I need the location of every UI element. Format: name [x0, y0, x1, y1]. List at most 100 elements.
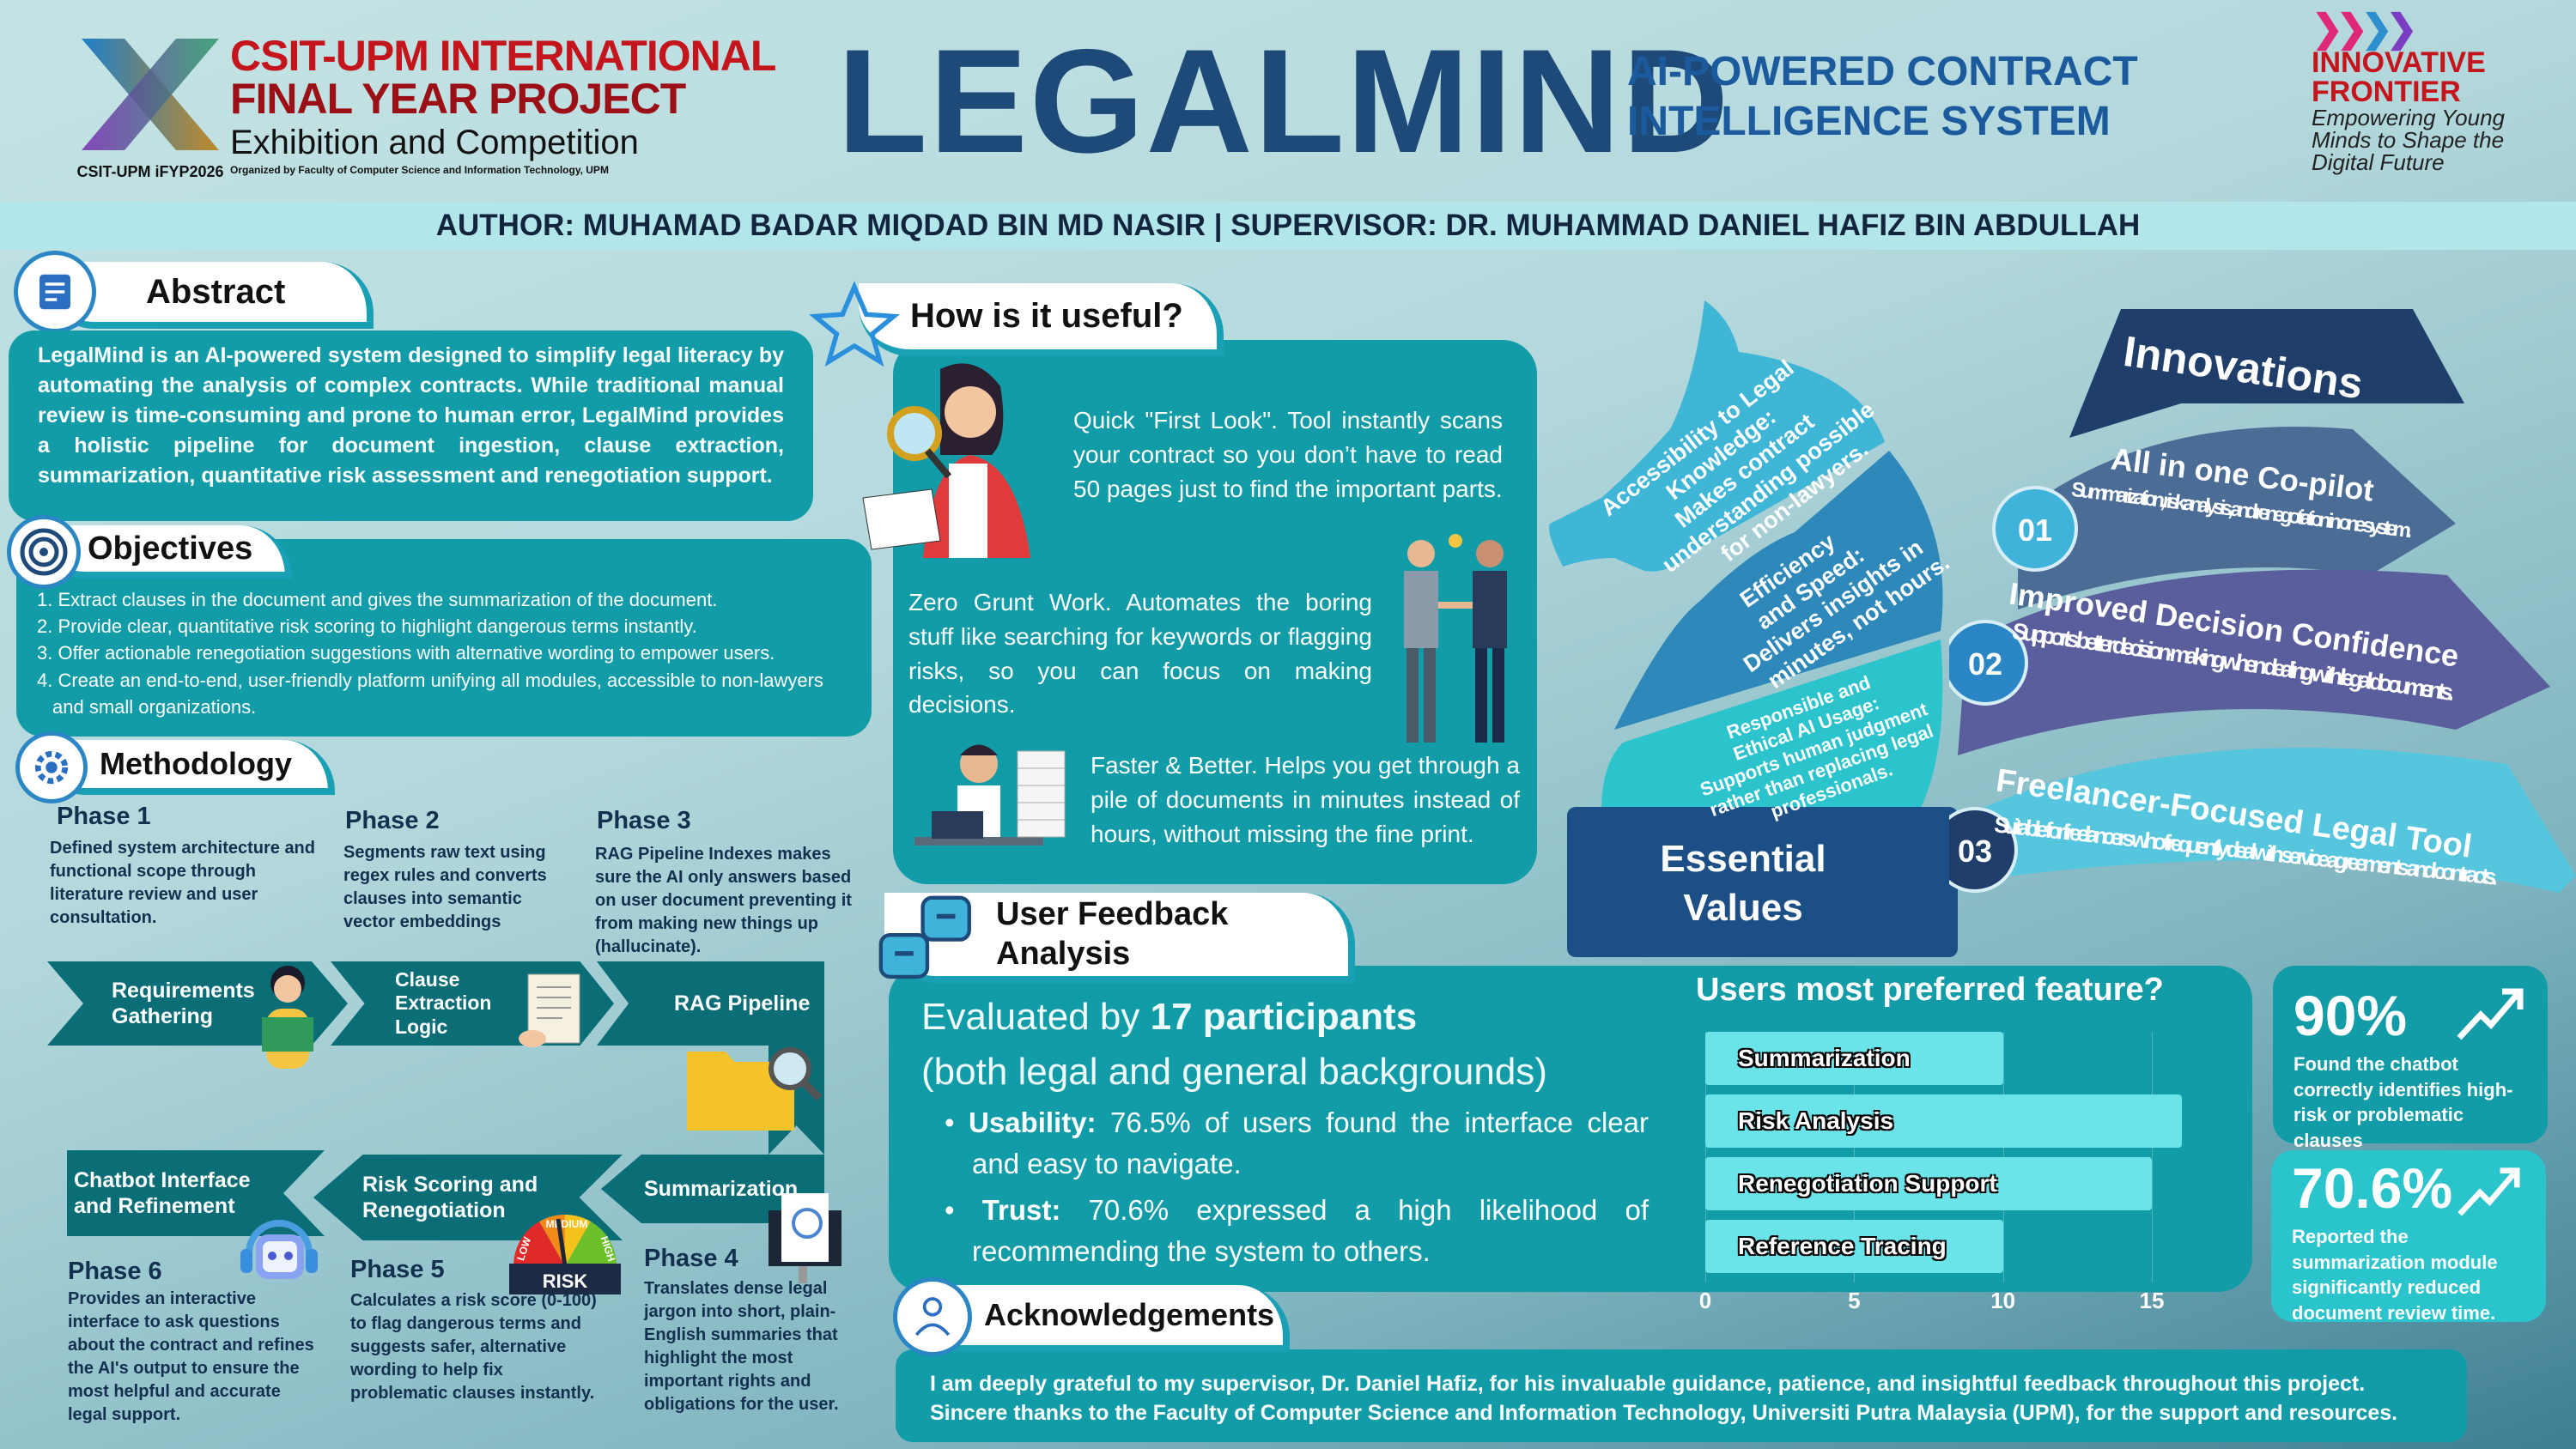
- phase-3-title: Phase 3: [597, 807, 691, 834]
- step-label: RAG Pipeline: [674, 991, 811, 1016]
- phase-3-text: RAG Pipeline Indexes makes sure the AI o…: [595, 845, 852, 956]
- thumbs-feedback-icon: [878, 895, 971, 979]
- trend-up-icon: [2458, 1167, 2520, 1216]
- objective-item: 3. Offer actionable renegotiation sugges…: [37, 642, 775, 664]
- essential-values-knight: Accessibility to Legal Knowledge: Makes …: [1549, 300, 1958, 957]
- trend-up-icon: [2457, 988, 2524, 1040]
- bullet-label: Trust:: [981, 1193, 1061, 1226]
- author-line: AUTHOR: MUHAMAD BADAR MIQDAD BIN MD NASI…: [435, 209, 2141, 242]
- star-icon: [809, 281, 900, 367]
- phase-4-text: Translates dense legal jargon into short…: [644, 1279, 839, 1414]
- abstract-box: LegalMind is an AI-powered system design…: [9, 330, 813, 521]
- document-icon: [14, 251, 96, 333]
- document-magnifier-icon: [769, 1193, 841, 1283]
- target-icon: [7, 515, 81, 589]
- phase-6-title: Phase 6: [68, 1258, 162, 1285]
- theme-line1: INNOVATIVE: [2312, 46, 2486, 79]
- bar-reference-tracing: Reference Tracing: [1705, 1220, 2003, 1273]
- event-title-line2: FINAL YEAR PROJECT: [230, 75, 686, 123]
- feedback-bullet: • Trust: 70.6% expressed a high likeliho…: [945, 1193, 1649, 1267]
- essential-values-heading-1: Essential: [1660, 838, 1826, 880]
- usefulness-point-1: Quick "First Look". Tool instantly scans…: [1073, 407, 1503, 502]
- phase-1-title: Phase 1: [57, 803, 151, 830]
- event-title-line1: CSIT-UPM INTERNATIONAL: [230, 32, 776, 80]
- acknowledgements-heading: Acknowledgements: [984, 1297, 1275, 1332]
- stat-value: 70.6%: [2292, 1156, 2453, 1220]
- knight-head-segment: [1549, 300, 1885, 572]
- participant-count: 17 participants: [1150, 996, 1418, 1038]
- innovations-banner: [2069, 309, 2464, 438]
- usefulness-header: How is it useful?: [859, 283, 1224, 356]
- stat-text: Found the chatbot correctly identifies h…: [2293, 1053, 2513, 1152]
- objectives-box: 1. Extract clauses in the document and g…: [16, 539, 872, 737]
- innovation-2-number: 02: [1968, 646, 2002, 682]
- objectives-heading: Objectives: [88, 530, 253, 567]
- stat-card-summarization: 70.6% Reported the summarization module …: [2271, 1150, 2546, 1324]
- stat-text: Reported the summarization module signif…: [2292, 1226, 2498, 1325]
- usefulness-heading: How is it useful?: [910, 297, 1183, 335]
- objective-item: 2. Provide clear, quantitative risk scor…: [37, 615, 697, 638]
- participant-backgrounds: (both legal and general backgrounds): [921, 1051, 1547, 1093]
- phase-6-text: Provides an interactive interface to ask…: [68, 1289, 314, 1424]
- theme-slogan-3: Digital Future: [2312, 149, 2445, 175]
- innovation-ribbon-3: [1949, 748, 2576, 893]
- bar-label: Reference Tracing: [1738, 1233, 1947, 1259]
- chevrons-icon: ❯❯❯❯: [2312, 8, 2417, 50]
- abstract-text: LegalMind is an AI-powered system design…: [38, 343, 784, 488]
- theme-slogan-1: Empowering Young: [2312, 105, 2506, 130]
- innovation-ribbon-2: [1958, 569, 2550, 755]
- woman-magnifier-illustration-icon: [862, 363, 1030, 558]
- handshake-illustration-icon: [1404, 534, 1507, 743]
- knight-chest-segment: [1601, 640, 1943, 811]
- feedback-heading-1: User Feedback: [996, 895, 1229, 932]
- abstract-heading: Abstract: [146, 272, 286, 311]
- bullet-text: 70.6% expressed a high likelihood of rec…: [972, 1193, 1649, 1267]
- theme-line2: FRONTIER: [2312, 76, 2461, 108]
- event-organizer: Organized by Faculty of Computer Science…: [230, 164, 609, 176]
- methodology-heading: Methodology: [100, 746, 292, 781]
- project-title: LEGALMIND: [837, 19, 1731, 184]
- phase-2-title: Phase 2: [345, 807, 440, 834]
- project-tagline-1: AI-POWERED CONTRACT: [1627, 49, 2138, 94]
- innovation-1-number: 01: [2018, 512, 2052, 548]
- stat-card-chatbot: 90% Found the chatbot correctly identifi…: [2273, 966, 2548, 1151]
- event-subtitle: Exhibition and Competition: [230, 124, 639, 161]
- feedback-heading-2: Analysis: [996, 935, 1131, 972]
- author-band: AUTHOR: MUHAMAD BADAR MIQDAD BIN MD NASI…: [0, 202, 2576, 250]
- grateful-person-icon: [893, 1277, 972, 1356]
- x-tick-label: 5: [1848, 1288, 1861, 1313]
- x-tick-label: 0: [1698, 1288, 1712, 1313]
- bar-label: Risk Analysis: [1738, 1107, 1894, 1134]
- step-label: Risk Scoring and Renegotiation: [362, 1173, 538, 1222]
- knight-base: [1567, 807, 1958, 957]
- stat-value: 90%: [2293, 984, 2408, 1047]
- x-logo-icon: [82, 39, 219, 150]
- chart-title: Users most preferred feature?: [1696, 972, 2164, 1008]
- objective-item: 1. Extract clauses in the document and g…: [37, 589, 718, 610]
- feedback-bullet: • Usability: 76.5% of users found the in…: [945, 1106, 1649, 1179]
- knight-neck-segment: [1614, 451, 1943, 730]
- x-tick-label: 10: [1990, 1288, 2016, 1313]
- phase-4-title: Phase 4: [644, 1245, 738, 1272]
- phase-5-title: Phase 5: [350, 1256, 445, 1283]
- bar-label: Summarization: [1738, 1045, 1911, 1071]
- phase-5-text: Calculates a risk score (0-100) to flag …: [350, 1291, 597, 1403]
- step-label: Requirements Gathering: [112, 979, 255, 1028]
- gauge-label: RISK: [543, 1270, 588, 1292]
- abstract-header: Abstract: [43, 262, 374, 329]
- step-label: Summarization: [644, 1177, 799, 1201]
- innovation-ribbon-1: [2018, 427, 2456, 609]
- reader-illustration-icon: [262, 966, 313, 1069]
- folder-search-icon: [687, 1047, 823, 1131]
- usefulness-point-2: Zero Grunt Work. Automates the boring st…: [908, 589, 1372, 718]
- event-logo-text: CSIT-UPM iFYP2026: [76, 163, 224, 180]
- contract-signing-icon: [519, 973, 580, 1047]
- project-tagline-2: INTELLIGENCE SYSTEM: [1627, 98, 2111, 144]
- risk-gauge-icon: LOW MEDIUM HIGH RISK: [509, 1215, 621, 1294]
- gears-icon: [15, 731, 88, 803]
- step-rag-pipeline: RAG Pipeline: [597, 961, 824, 1046]
- acknowledgements-box: I am deeply grateful to my supervisor, D…: [896, 1349, 2467, 1442]
- bar-summarization: Summarization: [1705, 1032, 2003, 1085]
- bar-renegotiation-support: Renegotiation Support: [1705, 1157, 2152, 1210]
- innovation-3-number: 03: [1958, 834, 1992, 869]
